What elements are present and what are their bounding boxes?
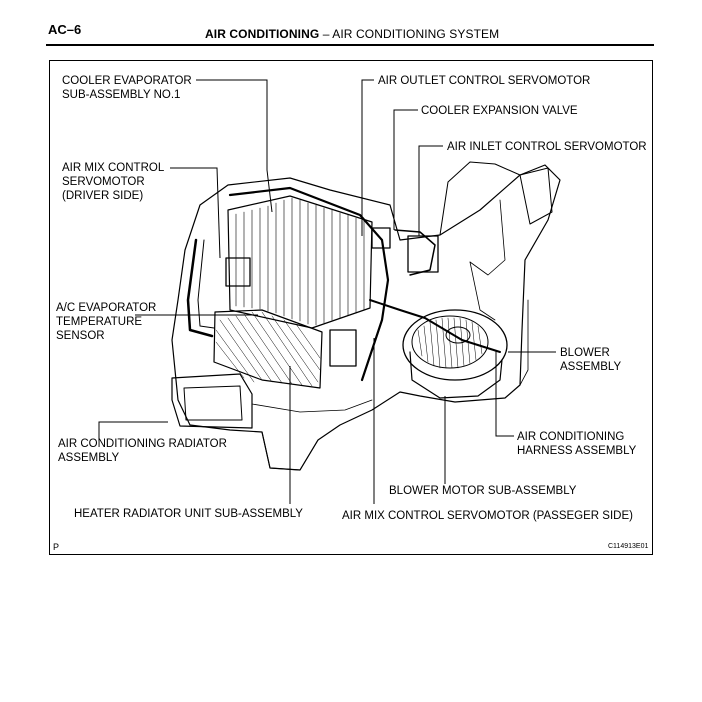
blower-motor-body [409,351,503,399]
label-heater-radiator-unit: HEATER RADIATOR UNIT SUB-ASSEMBLY [74,508,303,520]
duct-upper-right [439,161,521,236]
heater-radiator-core [213,309,323,389]
section-title: AIR CONDITIONING [205,27,320,41]
label-cooler-evaporator: COOLER EVAPORATOR SUB-ASSEMBLY NO.1 [62,75,192,101]
figure-id: C114913E01 [608,543,649,550]
page-code: AC–6 [48,22,82,37]
leader-cooler-evaporator [196,79,273,213]
label-evaporator-temp-sensor: A/C EVAPORATOR TEMPERATURE SENSOR [56,302,157,342]
label-air-mix-servomotor-passenger: AIR MIX CONTROL SERVOMOTOR (PASSEGER SID… [342,510,633,522]
expansion-valve-block [371,227,391,249]
cooler-evaporator-core [227,195,373,329]
figure-frame [49,60,653,555]
label-ac-radiator-assembly: AIR CONDITIONING RADIATOR ASSEMBLY [58,438,227,464]
header-separator: – [322,27,330,41]
label-ac-harness-assembly: AIR CONDITIONING HARNESS ASSEMBLY [517,431,637,457]
label-blower-assembly: BLOWER ASSEMBLY [560,347,622,373]
leader-cooler-expansion-valve [393,109,418,230]
blower-fan-wheel [411,315,489,369]
leader-air-outlet-servomotor [361,79,374,236]
header-rule [46,44,654,46]
blower-fan-housing [402,309,508,381]
leader-ac-harness [495,350,514,437]
duct-outlet-right [519,167,553,225]
left-intake-duct [171,373,253,429]
blower-motor-hub [445,326,471,344]
air-inlet-servomotor-box [407,235,439,273]
page-header-title: AIR CONDITIONING – AIR CONDITIONING SYST… [205,27,499,41]
label-air-mix-servomotor-driver: AIR MIX CONTROL SERVOMOTOR (DRIVER SIDE) [62,162,165,202]
leader-air-mix-driver [170,167,221,259]
label-blower-motor: BLOWER MOTOR SUB-ASSEMBLY [389,485,577,497]
subsection-title: AIR CONDITIONING SYSTEM [332,27,500,41]
label-air-outlet-servomotor: AIR OUTLET CONTROL SERVOMOTOR [378,75,591,87]
label-cooler-expansion-valve: COOLER EXPANSION VALVE [421,105,578,117]
label-air-inlet-servomotor: AIR INLET CONTROL SERVOMOTOR [447,141,647,153]
hvac-case-outline [171,164,561,471]
leader-ac-radiator [98,421,168,441]
leader-air-inlet-servomotor [418,145,443,236]
air-mix-servomotor-driver-box [225,257,251,287]
corner-mark: P [53,542,60,552]
air-mix-servomotor-passenger-box [329,329,357,367]
